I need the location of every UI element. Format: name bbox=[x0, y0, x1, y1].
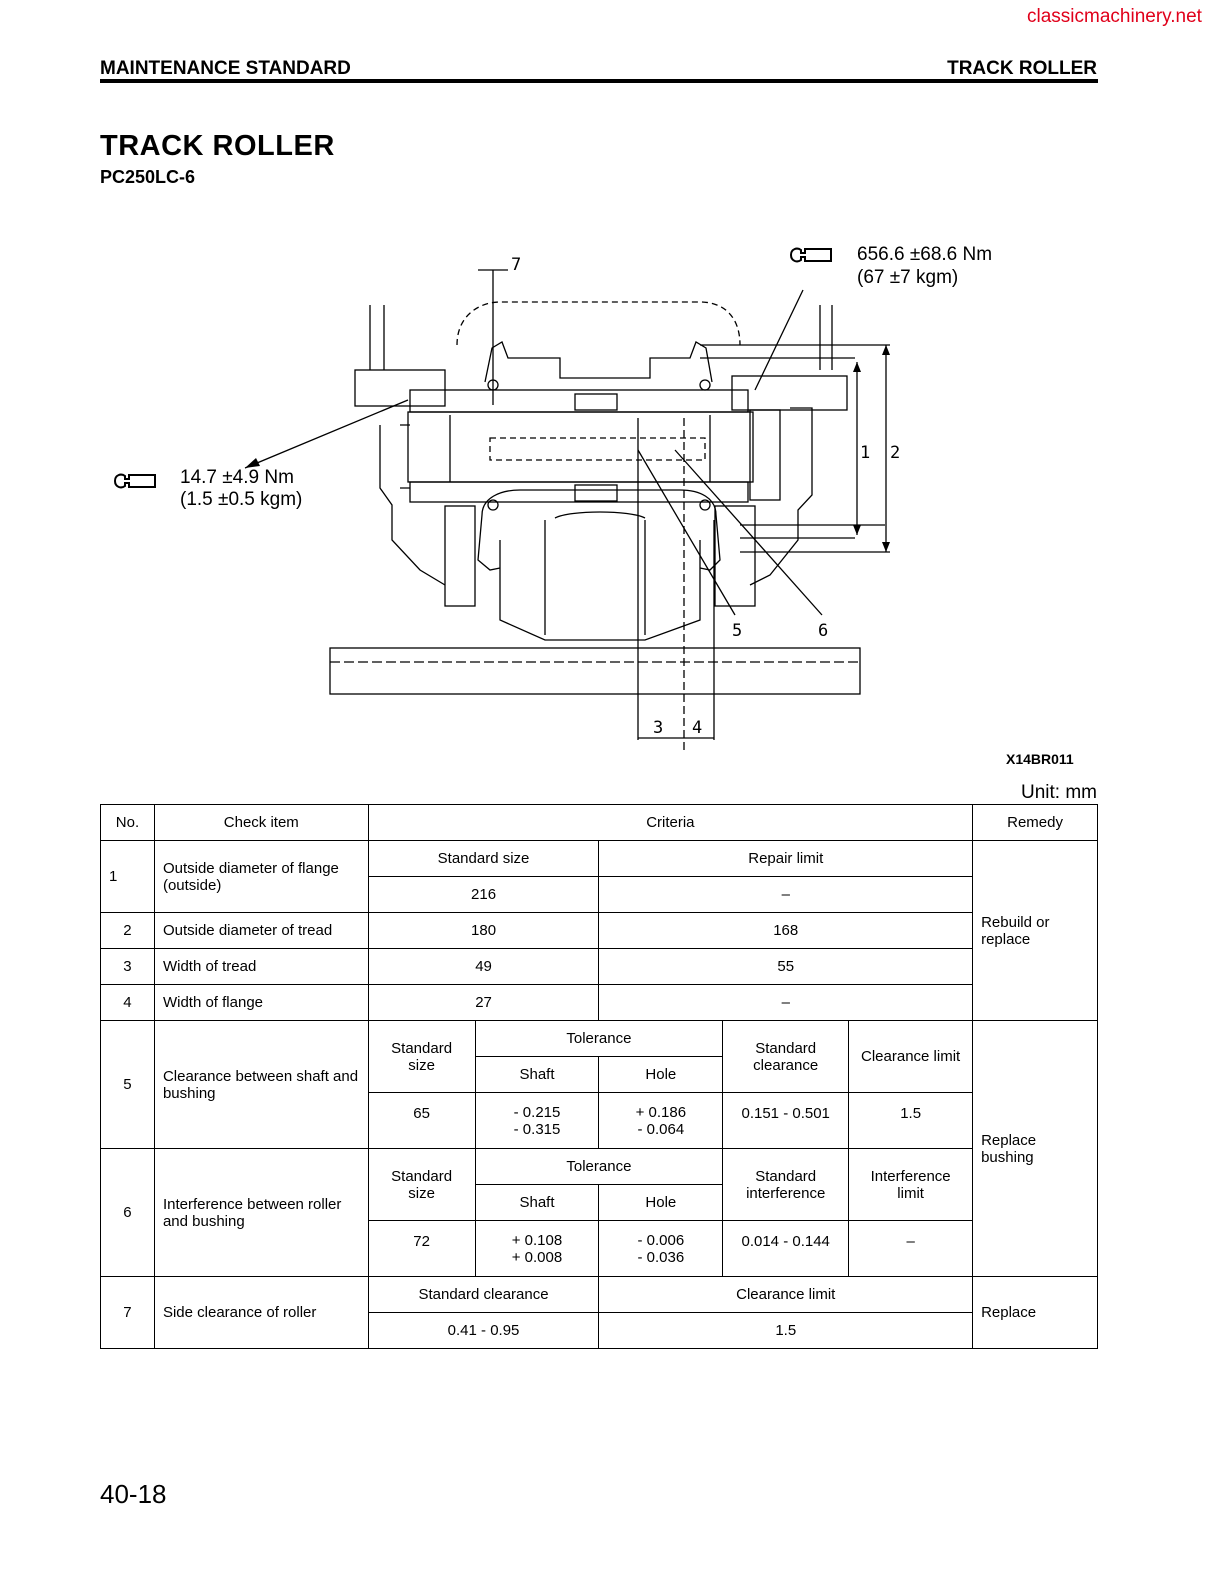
callout-1: 1 bbox=[860, 443, 870, 463]
subheader-standard-size: Standard size bbox=[367, 1020, 476, 1093]
check-item: Outside diameter of tread bbox=[153, 912, 369, 949]
standard-size-value: 72 bbox=[367, 1220, 476, 1277]
check-item: Width of flange bbox=[153, 984, 369, 1021]
page-number: 40-18 bbox=[100, 1479, 167, 1509]
header-rule bbox=[100, 79, 1098, 83]
repair-limit-value: 168 bbox=[598, 912, 974, 949]
standard-size-value: 180 bbox=[367, 912, 600, 949]
hole-tolerance: + 0.186 - 0.064 bbox=[598, 1092, 724, 1149]
remedy-replace-bushing: Replace bushing bbox=[972, 1020, 1098, 1277]
subheader-tolerance: Tolerance bbox=[474, 1148, 724, 1185]
shaft-tolerance-upper: - 0.215 bbox=[513, 1103, 561, 1121]
model-name: PC250LC-6 bbox=[100, 167, 196, 187]
header-topic: TRACK ROLLER bbox=[947, 58, 1097, 79]
header-criteria: Criteria bbox=[367, 804, 974, 841]
header-no: No. bbox=[100, 804, 155, 841]
header-remedy: Remedy bbox=[972, 804, 1098, 841]
callout-4: 4 bbox=[692, 718, 702, 738]
shaft-tolerance-lower: + 0.008 bbox=[511, 1248, 563, 1266]
check-item: Outside diameter of flange (outside) bbox=[153, 840, 369, 913]
torque-alt-value: (67 ±7 kgm) bbox=[857, 267, 959, 288]
wrench-icon bbox=[113, 473, 156, 489]
torque-value: 656.6 ±68.6 Nm bbox=[857, 244, 993, 265]
remedy-rebuild: Rebuild or replace bbox=[972, 840, 1098, 1021]
wrench-icon bbox=[789, 247, 832, 263]
callout-6: 6 bbox=[818, 621, 828, 641]
hole-tolerance-upper: + 0.186 bbox=[635, 1103, 687, 1121]
figure-code: X14BR011 bbox=[1006, 751, 1074, 767]
row-no: 1 bbox=[100, 840, 155, 913]
shaft-tolerance-upper: + 0.108 bbox=[511, 1231, 563, 1249]
page-title: TRACK ROLLER bbox=[100, 130, 335, 162]
standard-size-value: 49 bbox=[367, 948, 600, 985]
callout-2: 2 bbox=[890, 443, 900, 463]
header-check-item: Check item bbox=[153, 804, 369, 841]
check-item: Interference between roller and bushing bbox=[153, 1148, 369, 1277]
interference-limit-value: – bbox=[848, 1220, 974, 1277]
standard-size-value: 216 bbox=[367, 876, 600, 913]
shaft-tolerance-lower: - 0.315 bbox=[513, 1120, 561, 1138]
subheader-clearance-limit: Clearance limit bbox=[848, 1020, 974, 1093]
shaft-tolerance: + 0.108 + 0.008 bbox=[474, 1220, 600, 1277]
subheader-hole: Hole bbox=[598, 1056, 724, 1093]
standard-interference-value: 0.014 - 0.144 bbox=[722, 1220, 850, 1277]
standard-size-value: 65 bbox=[367, 1092, 476, 1149]
clearance-limit-value: 1.5 bbox=[598, 1312, 974, 1349]
callout-7: 7 bbox=[511, 255, 521, 275]
subheader-clearance-limit: Clearance limit bbox=[598, 1276, 974, 1313]
watermark: classicmachinery.net bbox=[1027, 6, 1202, 27]
header-section: MAINTENANCE STANDARD bbox=[100, 58, 351, 79]
standard-clearance-value: 0.41 - 0.95 bbox=[367, 1312, 600, 1349]
row-no: 2 bbox=[100, 912, 155, 949]
hole-tolerance-upper: - 0.006 bbox=[637, 1231, 685, 1249]
row-no: 4 bbox=[100, 984, 155, 1021]
subheader-interference-limit: Interference limit bbox=[848, 1148, 974, 1221]
torque-spec-left: 14.7 ±4.9 Nm (1.5 ±0.5 kgm) bbox=[180, 467, 302, 511]
hole-tolerance-lower: - 0.064 bbox=[637, 1120, 685, 1138]
track-roller-diagram: 1 2 3 4 5 6 7 bbox=[244, 255, 900, 750]
maintenance-spec-table: No. Check item Criteria Remedy 1 Outside… bbox=[100, 804, 1098, 1349]
subheader-standard-size: Standard size bbox=[367, 840, 600, 877]
repair-limit-value: 55 bbox=[598, 948, 974, 985]
row-no: 3 bbox=[100, 948, 155, 985]
hole-tolerance-lower: - 0.036 bbox=[637, 1248, 685, 1266]
row-no: 6 bbox=[100, 1148, 155, 1277]
subheader-shaft: Shaft bbox=[474, 1056, 600, 1093]
hole-tolerance: - 0.006 - 0.036 bbox=[598, 1220, 724, 1277]
subheader-repair-limit: Repair limit bbox=[598, 840, 974, 877]
repair-limit-value: – bbox=[598, 876, 974, 913]
callout-3: 3 bbox=[653, 718, 663, 738]
shaft-tolerance: - 0.215 - 0.315 bbox=[474, 1092, 600, 1149]
subheader-standard-size: Standard size bbox=[367, 1148, 476, 1221]
clearance-limit-value: 1.5 bbox=[848, 1092, 974, 1149]
subheader-shaft: Shaft bbox=[474, 1184, 600, 1221]
check-item: Clearance between shaft and bushing bbox=[153, 1020, 369, 1149]
unit-label: Unit: mm bbox=[1021, 782, 1097, 803]
subheader-standard-clearance: Standard clearance bbox=[722, 1020, 850, 1093]
check-item: Width of tread bbox=[153, 948, 369, 985]
callout-5: 5 bbox=[732, 621, 742, 641]
row-no: 7 bbox=[100, 1276, 155, 1349]
standard-size-value: 27 bbox=[367, 984, 600, 1021]
torque-value: 14.7 ±4.9 Nm bbox=[180, 467, 294, 488]
subheader-hole: Hole bbox=[598, 1184, 724, 1221]
remedy-replace: Replace bbox=[972, 1276, 1098, 1349]
check-item: Side clearance of roller bbox=[153, 1276, 369, 1349]
torque-spec-top: 656.6 ±68.6 Nm (67 ±7 kgm) bbox=[857, 243, 992, 289]
standard-clearance-value: 0.151 - 0.501 bbox=[722, 1092, 850, 1149]
subheader-standard-clearance: Standard clearance bbox=[367, 1276, 600, 1313]
subheader-standard-interference: Standard interference bbox=[722, 1148, 850, 1221]
torque-alt-value: (1.5 ±0.5 kgm) bbox=[180, 489, 303, 510]
subheader-tolerance: Tolerance bbox=[474, 1020, 724, 1057]
repair-limit-value: – bbox=[598, 984, 974, 1021]
row-no: 5 bbox=[100, 1020, 155, 1149]
